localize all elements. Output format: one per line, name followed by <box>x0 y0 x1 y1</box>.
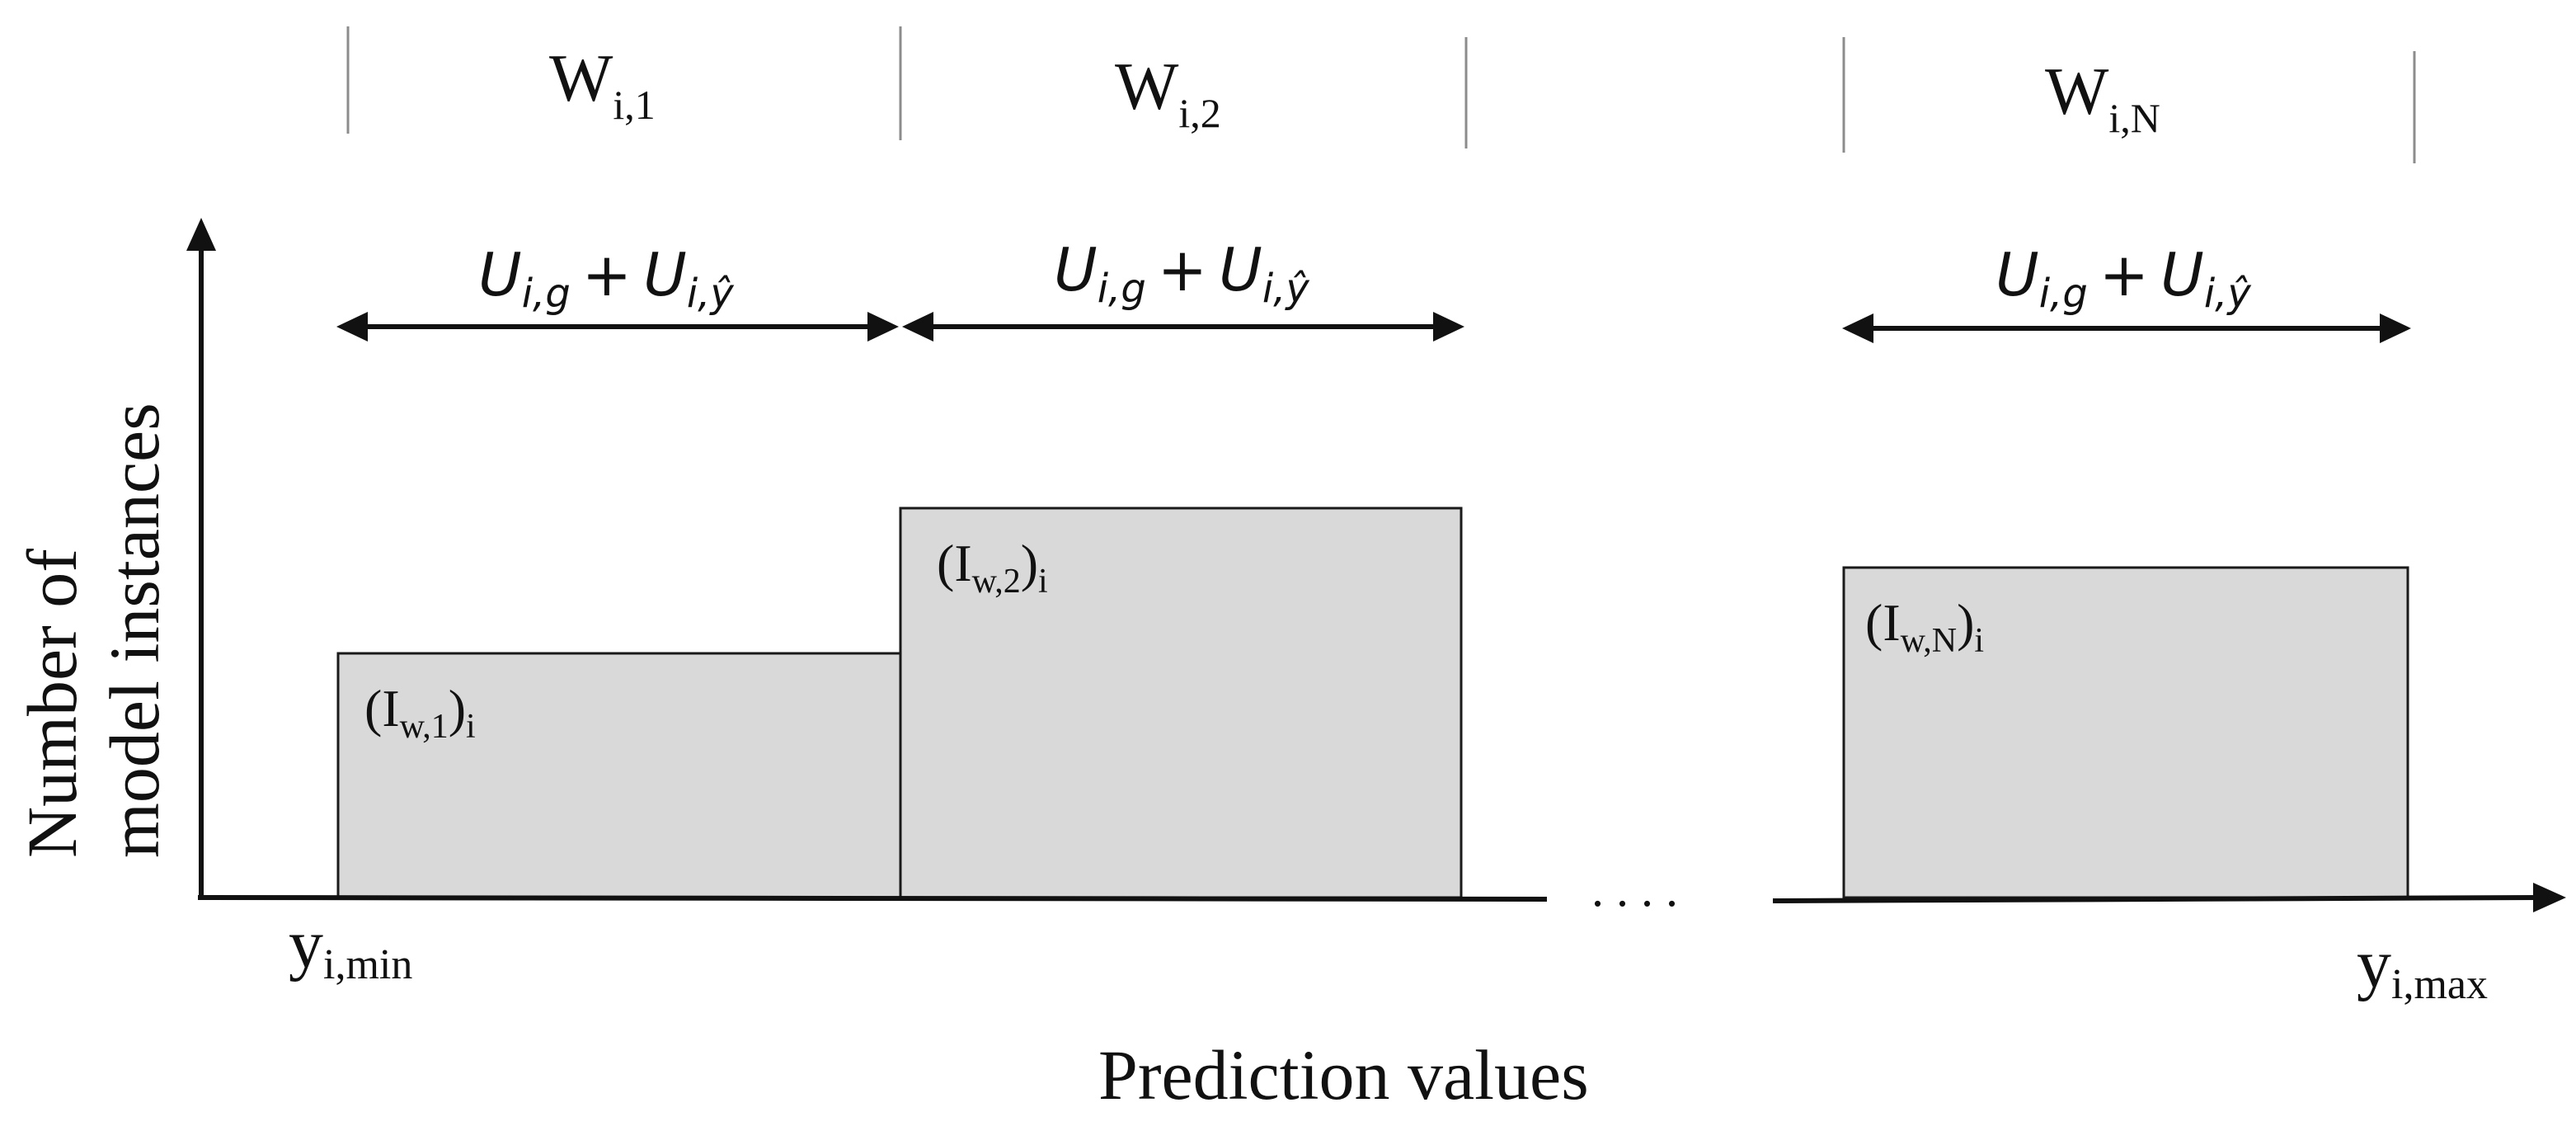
window-dividers <box>346 26 2416 163</box>
bars <box>336 507 2409 899</box>
window-label-1: Wi,1 <box>549 40 656 128</box>
axes <box>186 218 2566 912</box>
y-axis-arrowhead <box>186 218 216 251</box>
x-axis-title: Prediction values <box>1098 1035 1589 1115</box>
x-min-label: yi,min <box>289 906 412 988</box>
span-label-2: Ui,g+Ui,ŷ <box>1054 235 1309 312</box>
window-label-2: Wi,2 <box>1115 49 1221 136</box>
axis-ellipsis: . . . . <box>1591 862 1678 917</box>
span-label-1: Ui,g+Ui,ŷ <box>478 240 734 317</box>
y-axis-title-line-1: Number of <box>12 549 92 858</box>
span-arrow-3 <box>1842 313 2411 343</box>
bar-label-2: (Iw,2)i <box>937 534 1048 601</box>
span-arrow-2 <box>902 312 1464 342</box>
arrowhead-left-1 <box>336 312 368 342</box>
arrowhead-right-2 <box>1433 312 1464 342</box>
arrowhead-left-3 <box>1842 313 1873 343</box>
bar-label-N: (Iw,N)i <box>1865 593 1984 660</box>
x-axis-arrowhead <box>2533 883 2566 912</box>
y-axis-title-line-2: model instances <box>95 403 174 858</box>
arrowhead-right-3 <box>2380 313 2411 343</box>
arrowhead-left-2 <box>902 312 933 342</box>
span-label-3: Ui,g+Ui,ŷ <box>1995 240 2251 317</box>
x-axis-segment-2 <box>1772 895 2541 903</box>
x-axis-segment-1 <box>197 895 1548 902</box>
y-axis-title: Number of model instances <box>12 403 174 858</box>
bar-label-1: (Iw,1)i <box>364 679 476 746</box>
bar-window-2 <box>899 507 1463 899</box>
bar-window-1 <box>336 652 902 899</box>
bar-window-N <box>1842 566 2409 899</box>
window-label-3: Wi,N <box>2045 54 2160 141</box>
span-arrows <box>336 312 2411 343</box>
x-max-label: yi,max <box>2357 926 2488 1008</box>
arrowhead-right-1 <box>867 312 899 342</box>
span-arrow-1 <box>336 312 899 342</box>
